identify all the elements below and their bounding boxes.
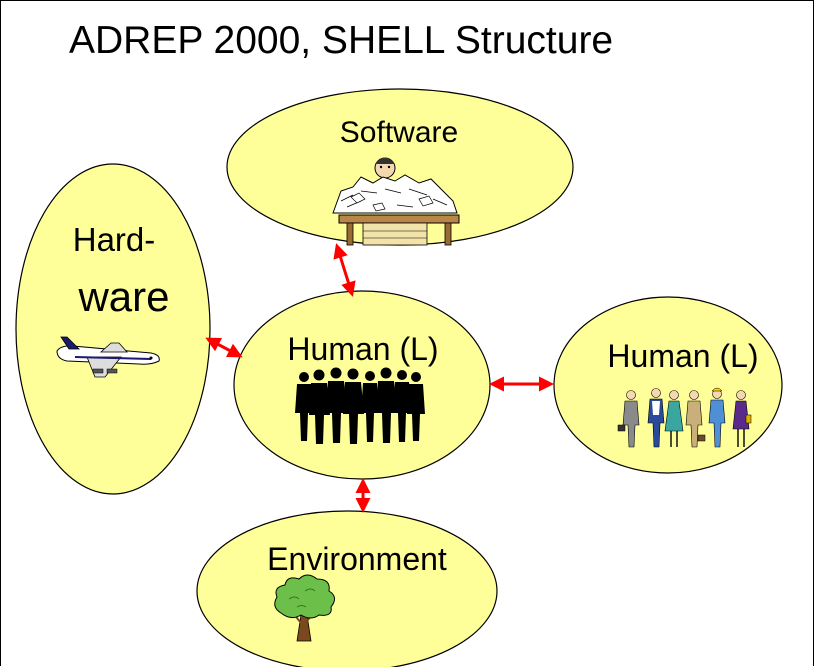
environment-label: Environment	[267, 541, 447, 577]
arrow-human-software	[333, 243, 356, 297]
software-label: Software	[339, 116, 459, 149]
hardware-label-line1: Hard-	[72, 221, 156, 258]
group-silhouettes-icon	[295, 367, 425, 444]
group-of-workers-icon	[617, 387, 752, 448]
slide-title: ADREP 2000, SHELL Structure	[69, 19, 614, 62]
person-behind-paper-piles-icon	[332, 157, 460, 246]
other-human-label: Human (L)	[607, 338, 759, 374]
hardware-label-line2: ware	[78, 273, 170, 320]
arrow-human-hardware	[205, 337, 243, 358]
airplane-icon	[56, 336, 160, 378]
hardware-node	[15, 163, 211, 495]
environment-node	[196, 510, 498, 667]
tree-icon	[274, 574, 335, 642]
central-human-label: Human (L)	[287, 331, 439, 367]
other-human-node	[553, 296, 783, 474]
central-human-node	[233, 290, 491, 480]
